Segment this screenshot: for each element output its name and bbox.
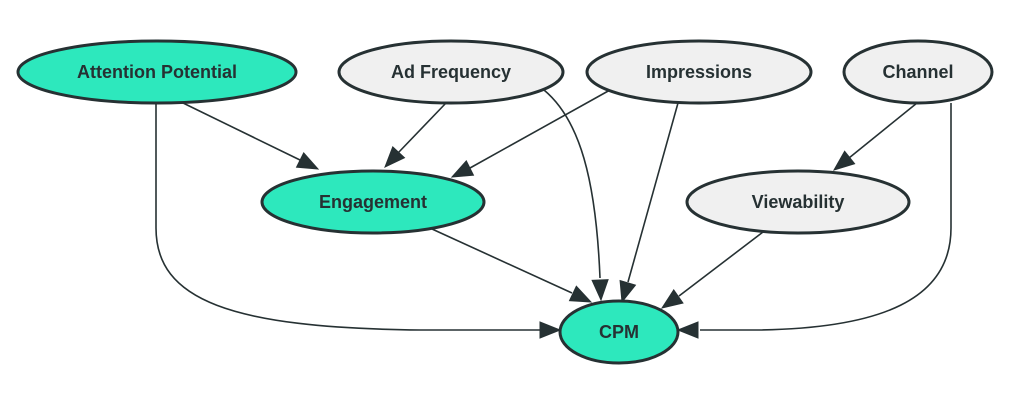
node-ellipse[interactable]	[16, 39, 298, 105]
edge-impressions-to-cpm	[619, 102, 679, 304]
edge-viewability-to-cpm	[660, 231, 764, 309]
node-ellipse[interactable]	[585, 39, 813, 105]
node-ad-frequency[interactable]: Ad Frequency	[337, 39, 565, 105]
edge-line	[700, 103, 952, 331]
arrowhead-icon	[832, 150, 856, 171]
edge-line	[180, 101, 301, 161]
node-cpm[interactable]: CPM	[558, 299, 680, 365]
node-label: Channel	[882, 62, 953, 82]
edge-ad-frequency-to-engagement	[384, 102, 447, 168]
edge-line	[627, 102, 679, 283]
node-ellipse[interactable]	[260, 169, 486, 235]
edge-engagement-to-cpm	[431, 228, 593, 303]
edge-attention-potential-to-cpm	[155, 103, 562, 339]
node-ellipse[interactable]	[842, 39, 994, 105]
edge-attention-potential-to-engagement	[180, 101, 320, 170]
node-label: Attention Potential	[77, 62, 237, 82]
node-impressions[interactable]: Impressions	[585, 39, 813, 105]
nodes-layer: Attention Potential Ad Frequency Impressio…	[16, 39, 994, 365]
node-viewability[interactable]: Viewability	[685, 169, 911, 235]
node-channel[interactable]: Channel	[842, 39, 994, 105]
node-label: CPM	[599, 322, 639, 342]
arrowhead-icon	[295, 152, 320, 170]
arrowhead-icon	[619, 279, 637, 304]
node-attention-potential[interactable]: Attention Potential	[16, 39, 298, 105]
arrowhead-icon	[676, 321, 699, 339]
node-label: Viewability	[752, 192, 845, 212]
node-engagement[interactable]: Engagement	[260, 169, 486, 235]
arrowhead-icon	[660, 289, 684, 309]
node-ellipse[interactable]	[337, 39, 565, 105]
arrowhead-icon	[568, 285, 593, 303]
edge-line	[848, 102, 918, 159]
edge-line	[155, 103, 540, 331]
edge-line	[431, 228, 573, 294]
edge-channel-to-viewability	[832, 102, 918, 171]
edges-layer	[155, 89, 952, 339]
node-label: Ad Frequency	[391, 62, 511, 82]
arrowhead-icon	[450, 160, 475, 178]
edge-impressions-to-engagement	[450, 89, 611, 178]
node-label: Impressions	[646, 62, 752, 82]
edge-line	[469, 89, 611, 169]
node-label: Engagement	[319, 192, 427, 212]
edge-channel-to-cpm	[676, 103, 952, 339]
edge-line	[543, 89, 601, 279]
arrowhead-icon	[591, 279, 609, 302]
arrowhead-icon	[384, 146, 406, 168]
edge-line	[678, 231, 764, 297]
edge-ad-frequency-to-cpm	[543, 89, 609, 302]
arrowhead-icon	[539, 321, 562, 339]
edge-line	[397, 102, 447, 154]
node-ellipse[interactable]	[558, 299, 680, 365]
node-ellipse[interactable]	[685, 169, 911, 235]
